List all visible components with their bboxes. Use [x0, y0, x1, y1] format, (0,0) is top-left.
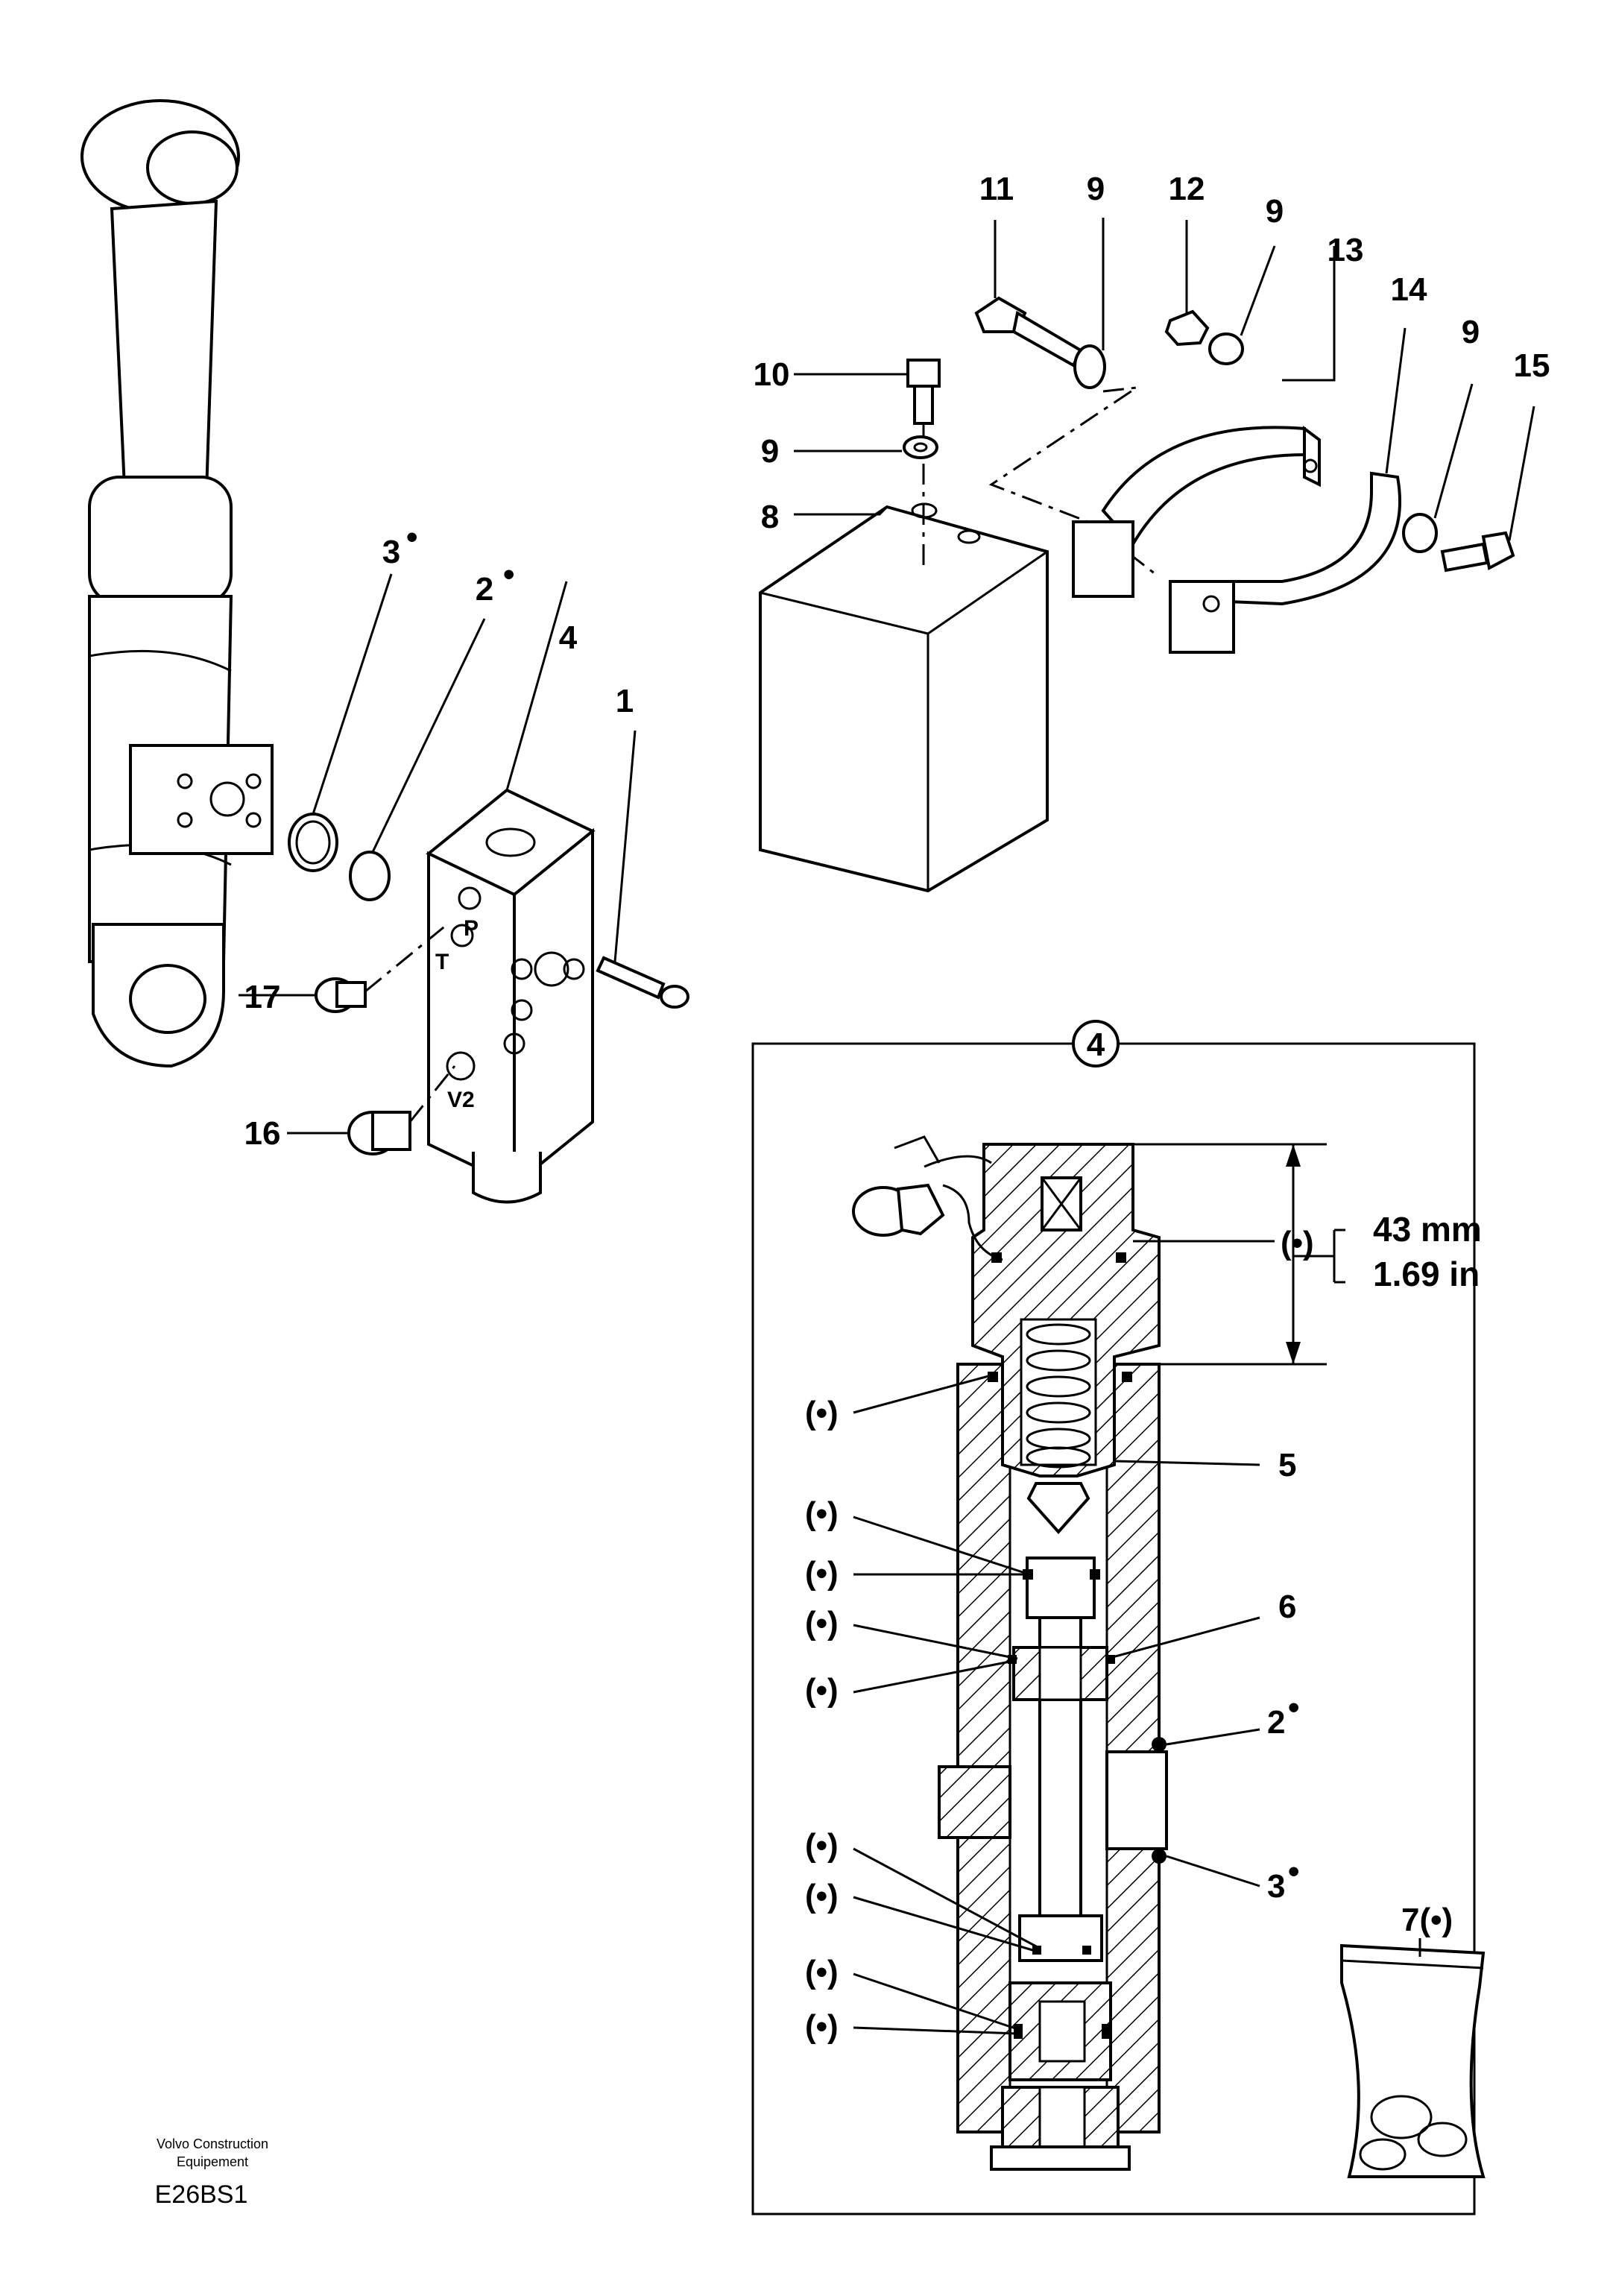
label-part-9-c: 9 [1266, 193, 1284, 230]
footer-brand-line1: Volvo Construction [157, 2136, 268, 2151]
footer-drawing-code: E26BS1 [155, 2180, 248, 2209]
label-part-10: 10 [754, 356, 790, 393]
dimension-mm: 43 mm [1373, 1210, 1482, 1249]
cover-8 [759, 502, 1049, 893]
seal-mark: (•) [1281, 1225, 1314, 1261]
label-part-3-dot: • [406, 519, 417, 555]
label-part-9-b: 9 [1087, 171, 1105, 207]
seal-kit-bag [1340, 1938, 1486, 2178]
detail-callout-label: 4 [1087, 1026, 1105, 1063]
label-part-13: 13 [1328, 232, 1364, 268]
port-p-label: P [464, 916, 479, 941]
seal-3 [288, 573, 393, 872]
label-part-4: 4 [559, 619, 578, 656]
label-part-16: 16 [244, 1115, 281, 1152]
label-part-2-dot: • [503, 556, 514, 593]
screw-1 [596, 730, 689, 1009]
detail-label-7: 7(•) [1401, 1902, 1453, 1938]
valve-block [426, 581, 596, 1204]
detail-label-3-dot: • [1288, 1853, 1299, 1890]
seal-mark: (•) [805, 1878, 839, 1914]
port-v2-label: V2 [447, 1088, 475, 1112]
seal-mark: (•) [805, 1495, 839, 1532]
seal-mark: (•) [805, 1672, 839, 1709]
label-part-17: 17 [244, 979, 281, 1015]
label-part-9-a: 9 [761, 433, 779, 470]
seal-2 [349, 618, 486, 901]
valve-section [852, 1135, 1345, 2171]
nut-12 [1164, 220, 1210, 347]
detail-label-2-dot: • [1288, 1689, 1299, 1726]
label-part-12: 12 [1169, 171, 1205, 207]
label-part-11: 11 [979, 171, 1014, 207]
hydraulic-cylinder [80, 99, 274, 1068]
seal-mark: (•) [805, 1827, 839, 1864]
detail-callout-circle [1072, 1020, 1120, 1067]
port-t-label: T [435, 950, 449, 974]
plug-17 [239, 923, 448, 1013]
detail-leaders [853, 1240, 1275, 2035]
washer-9-far [1402, 383, 1474, 553]
seal-mark: (•) [805, 2008, 839, 2045]
seal-mark: (•) [805, 1954, 839, 1990]
label-part-1: 1 [616, 683, 634, 719]
washer-9-right [1208, 245, 1276, 365]
detail-label-2: 2 [1267, 1704, 1285, 1741]
clamp-13-14 [1072, 246, 1407, 654]
seal-mark: (•) [805, 1395, 839, 1431]
detail-label-6: 6 [1278, 1589, 1296, 1625]
bolt-11 [974, 220, 1083, 368]
washer-9-left [794, 435, 938, 459]
label-part-8: 8 [761, 499, 779, 535]
label-part-15: 15 [1514, 347, 1550, 384]
bolt-10 [794, 359, 941, 567]
label-part-2: 2 [476, 571, 493, 608]
seal-mark: (•) [805, 1555, 839, 1592]
detail-label-3: 3 [1267, 1868, 1285, 1905]
bolt-15 [1440, 406, 1535, 573]
label-part-3: 3 [382, 534, 400, 570]
detail-label-5: 5 [1278, 1447, 1296, 1483]
seal-mark: (•) [805, 1605, 839, 1641]
dimension-in: 1.69 in [1373, 1255, 1480, 1293]
label-part-14: 14 [1391, 271, 1427, 308]
washer-9-mid [1073, 218, 1106, 389]
label-part-9-d: 9 [1462, 314, 1480, 350]
plug-16 [287, 1065, 456, 1155]
footer-brand-line2: Equipement [177, 2154, 248, 2169]
